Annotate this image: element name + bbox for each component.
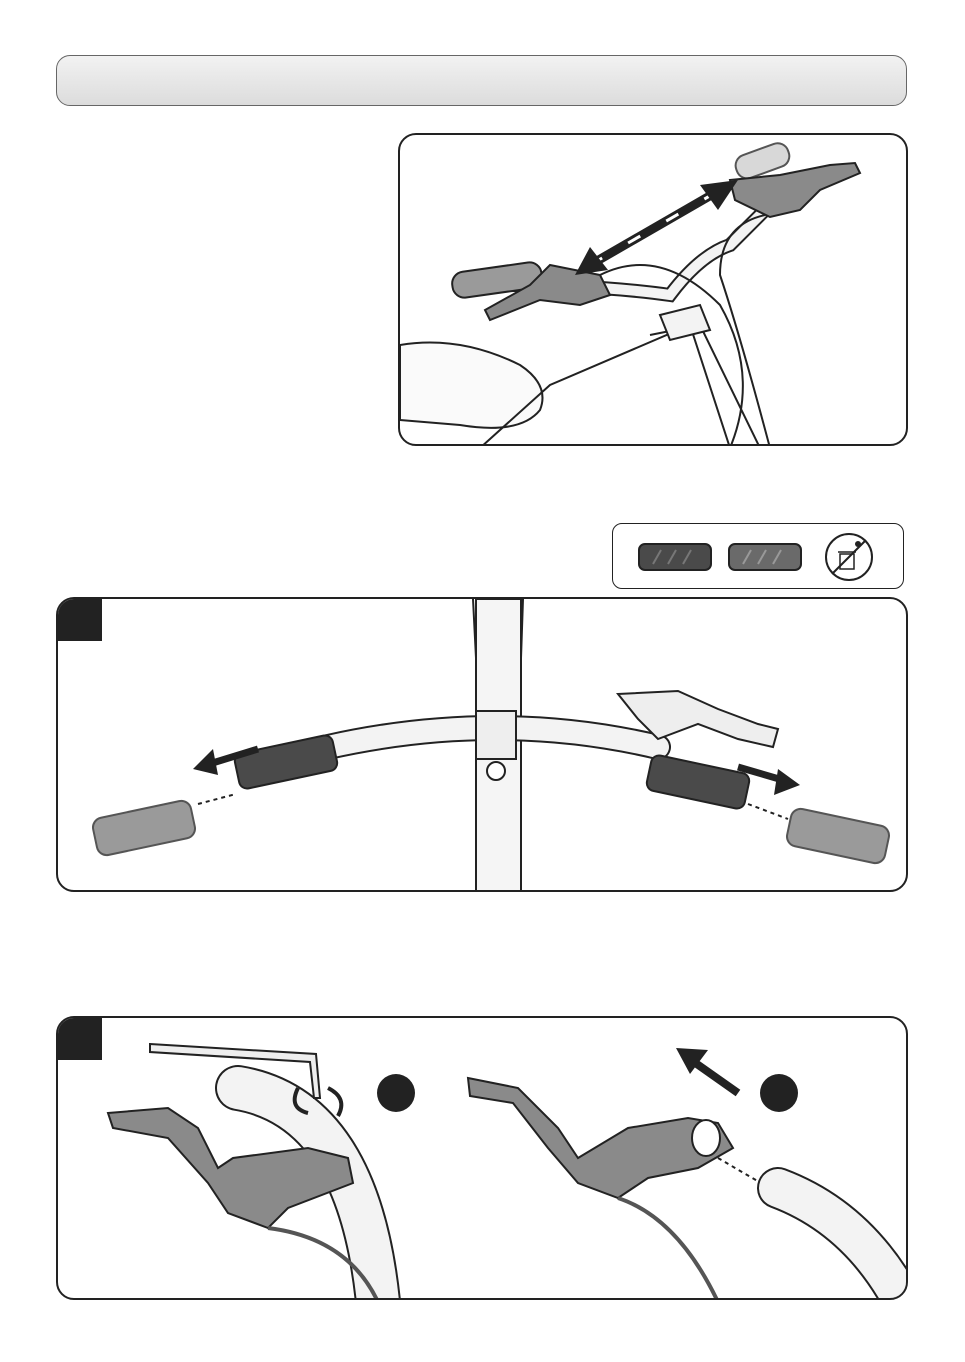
right-grip-new-icon xyxy=(785,807,891,865)
brake-lever-removed-icon xyxy=(468,1078,733,1198)
handlebar-with-brake-levers-illustration xyxy=(400,135,908,446)
grip-left-icon xyxy=(639,544,711,570)
brake-lever-removal-illustration xyxy=(58,1018,908,1300)
step-badge xyxy=(58,599,102,641)
brake-levers-overview-panel xyxy=(398,133,908,446)
sub-step-badge-b xyxy=(760,1074,798,1112)
intro-text xyxy=(56,130,376,430)
replace-grips-panel xyxy=(56,597,908,892)
step-badge xyxy=(58,1018,102,1060)
remove-arrow-icon xyxy=(676,1048,738,1093)
bar-end-icon xyxy=(778,1188,903,1300)
remove-brake-lever-panel xyxy=(56,1016,908,1300)
left-grip-old-icon xyxy=(233,734,338,790)
grip-right-icon xyxy=(729,544,801,570)
left-grip-new-icon xyxy=(91,799,197,857)
parts-box xyxy=(612,523,904,589)
sub-step-badge-a xyxy=(377,1074,415,1112)
do-not-discard-icon xyxy=(826,534,872,580)
section-header-bar xyxy=(56,55,907,106)
grip-replacement-illustration xyxy=(58,599,908,892)
right-grip-old-icon xyxy=(645,754,750,810)
